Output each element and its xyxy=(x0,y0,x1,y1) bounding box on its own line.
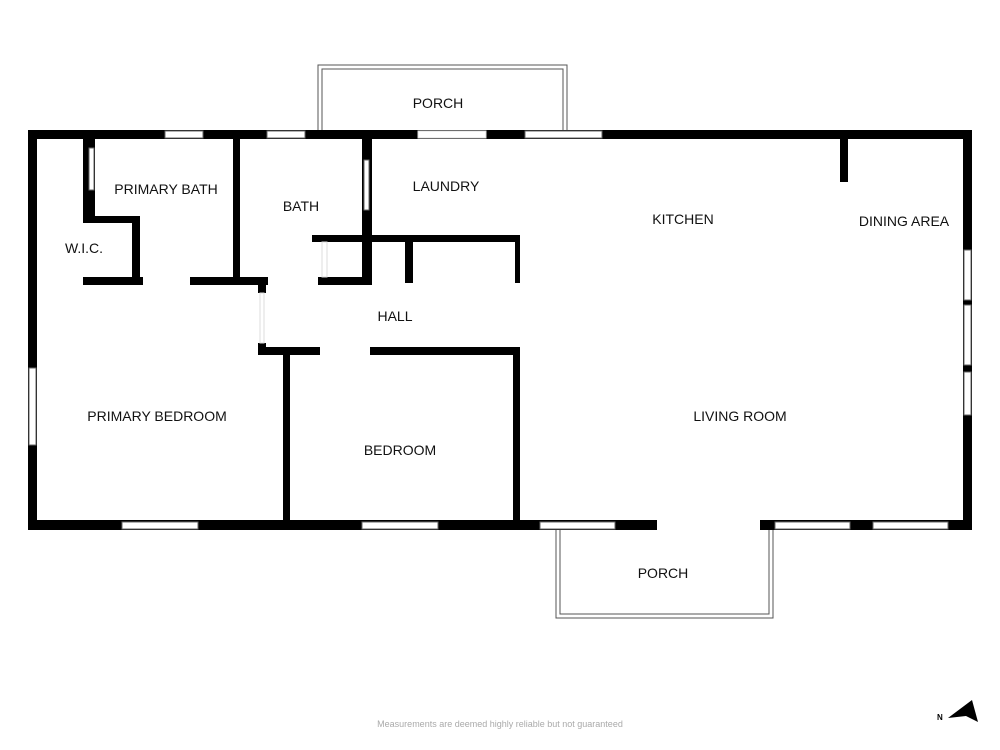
room-label-dining-area: DINING AREA xyxy=(858,213,950,229)
room-label-primary-bedroom: PRIMARY BEDROOM xyxy=(87,408,227,424)
room-label-wic: W.I.C. xyxy=(64,240,104,256)
room-label-porch-top: PORCH xyxy=(412,95,464,111)
porch-top-outline xyxy=(317,64,568,130)
porch-bottom-outline xyxy=(555,530,774,619)
room-label-laundry: LAUNDRY xyxy=(412,178,480,194)
room-label-living-room: LIVING ROOM xyxy=(693,408,787,424)
disclaimer-text: Measurements are deemed highly reliable … xyxy=(377,719,623,729)
north-label: N xyxy=(937,713,943,722)
room-label-kitchen: KITCHEN xyxy=(652,211,714,227)
room-label-hall: HALL xyxy=(377,308,413,324)
door-openings xyxy=(259,130,487,344)
room-label-primary-bath: PRIMARY BATH xyxy=(114,181,218,197)
room-label-porch-bottom: PORCH xyxy=(637,565,689,581)
room-label-bath: BATH xyxy=(282,198,320,214)
north-arrow-icon xyxy=(948,700,978,722)
room-label-bedroom: BEDROOM xyxy=(363,442,437,458)
windows xyxy=(28,130,972,530)
